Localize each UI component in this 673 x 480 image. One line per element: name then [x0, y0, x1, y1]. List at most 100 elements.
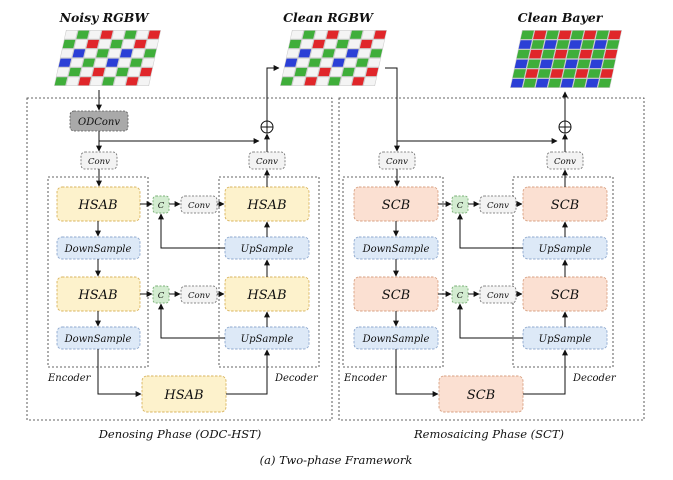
mosaic-pixel [531, 40, 545, 49]
scb-label: SCB [382, 198, 410, 213]
mosaic-pixel [598, 78, 612, 88]
hsab-label: HSAB [246, 288, 286, 303]
mosaic-pixel [516, 49, 530, 59]
mosaic-pixel [357, 49, 371, 58]
mosaic-pixel [131, 49, 145, 58]
decoder-label-right: Decoder [572, 373, 617, 384]
upsample-label: UpSample [241, 244, 294, 255]
mosaic-pixel [334, 49, 347, 58]
mosaic-pixel [367, 58, 381, 67]
mosaic-pixel [604, 49, 618, 59]
mosaic-pixel [94, 58, 107, 67]
mosaic-pixel [602, 59, 616, 69]
mosaic-pixel [566, 49, 580, 59]
mosaic-pixel [76, 30, 90, 39]
odconv-label: ODConv [78, 117, 120, 128]
mosaic-pixel [300, 39, 314, 49]
conv-label: Conv [554, 157, 576, 167]
conv-label: Conv [487, 291, 509, 301]
mosaic-pixel [330, 67, 343, 77]
conv-label: Conv [188, 291, 210, 301]
mosaic-pixel [361, 30, 375, 39]
mosaic-pixel [113, 77, 127, 86]
mosaic-pixel [351, 77, 365, 86]
mosaic-pixel [341, 67, 355, 77]
mosaic-pixel [365, 67, 379, 77]
mosaic-pixel [92, 67, 105, 77]
mosaic-pixel [527, 59, 541, 69]
mosaic-pixel [62, 39, 76, 49]
clean-rgbw-mosaic [280, 30, 387, 86]
mosaic-pixel [310, 49, 324, 58]
mosaic-pixel [512, 69, 526, 78]
mosaic-pixel [106, 58, 119, 67]
mosaic-pixel [302, 30, 316, 39]
scb-label: SCB [551, 198, 579, 213]
mosaic-pixel [60, 49, 74, 58]
hsab-block-bottleneck [141, 375, 227, 413]
hsab-label: HSAB [77, 288, 117, 303]
mosaic-pixel [606, 40, 620, 49]
mosaic-pixel [104, 67, 117, 77]
concat-label: C [158, 201, 165, 211]
mosaic-pixel [78, 77, 92, 86]
mosaic-pixel [282, 67, 296, 77]
mosaic-pixel [589, 59, 603, 69]
mosaic-pixel [593, 40, 607, 49]
mosaic-pixel [74, 39, 88, 49]
mosaic-pixel [320, 58, 333, 67]
concat-block-left-1 [152, 195, 170, 214]
mosaic-pixel [595, 30, 609, 40]
mosaic-pixel [121, 39, 135, 49]
mosaic-pixel [137, 77, 151, 86]
mosaic-pixel [288, 39, 302, 49]
mosaic-pixel [66, 77, 80, 86]
encoder-box-right [342, 176, 444, 368]
mosaic-pixel [533, 30, 547, 40]
mosaic-pixel [143, 49, 157, 58]
mosaic-pixel [560, 78, 574, 88]
mosaic-pixel [90, 77, 103, 86]
concat-block-right-2 [451, 285, 469, 304]
mosaic-pixel [82, 58, 96, 67]
hsab-label: HSAB [246, 198, 286, 213]
mosaic-pixel [110, 39, 123, 49]
mosaic-pixel [98, 39, 111, 49]
mosaic-pixel [318, 67, 331, 77]
mosaic-pixel [535, 78, 549, 88]
conv-label: Conv [256, 157, 278, 167]
decoder-box-right [512, 176, 614, 368]
mosaic-pixel [298, 49, 312, 58]
hsab-label: HSAB [77, 198, 117, 213]
mosaic-pixel [568, 40, 582, 49]
mosaic-pixel [127, 67, 141, 77]
denoising-phase-box [26, 97, 333, 421]
mosaic-pixel [280, 77, 294, 86]
mosaic-pixel [286, 49, 300, 58]
mosaic-pixel [290, 30, 304, 39]
mosaic-pixel [552, 59, 566, 69]
mosaic-pixel [556, 40, 570, 49]
scb-label: SCB [551, 288, 579, 303]
scb-block-bottleneck [438, 375, 524, 413]
mosaic-pixel [100, 30, 113, 39]
mosaic-pixel [529, 49, 543, 59]
mosaic-pixel [373, 30, 387, 39]
conv-label: Conv [386, 157, 408, 167]
mosaic-pixel [145, 39, 159, 49]
mosaic-pixel [514, 59, 528, 69]
encoder-label-right: Encoder [343, 373, 388, 384]
conv-label: Conv [88, 157, 110, 167]
mosaic-pixel [328, 77, 341, 86]
mosaic-pixel [345, 49, 359, 58]
concat-label: C [158, 291, 165, 301]
mosaic-pixel [349, 30, 363, 39]
mosaic-pixel [308, 58, 322, 67]
mosaic-pixel [583, 30, 597, 40]
mosaic-pixel [54, 77, 68, 86]
mosaic-pixel [600, 69, 614, 78]
mosaic-pixel [573, 78, 587, 88]
mosaic-pixel [141, 58, 155, 67]
mosaic-pixel [581, 40, 595, 49]
